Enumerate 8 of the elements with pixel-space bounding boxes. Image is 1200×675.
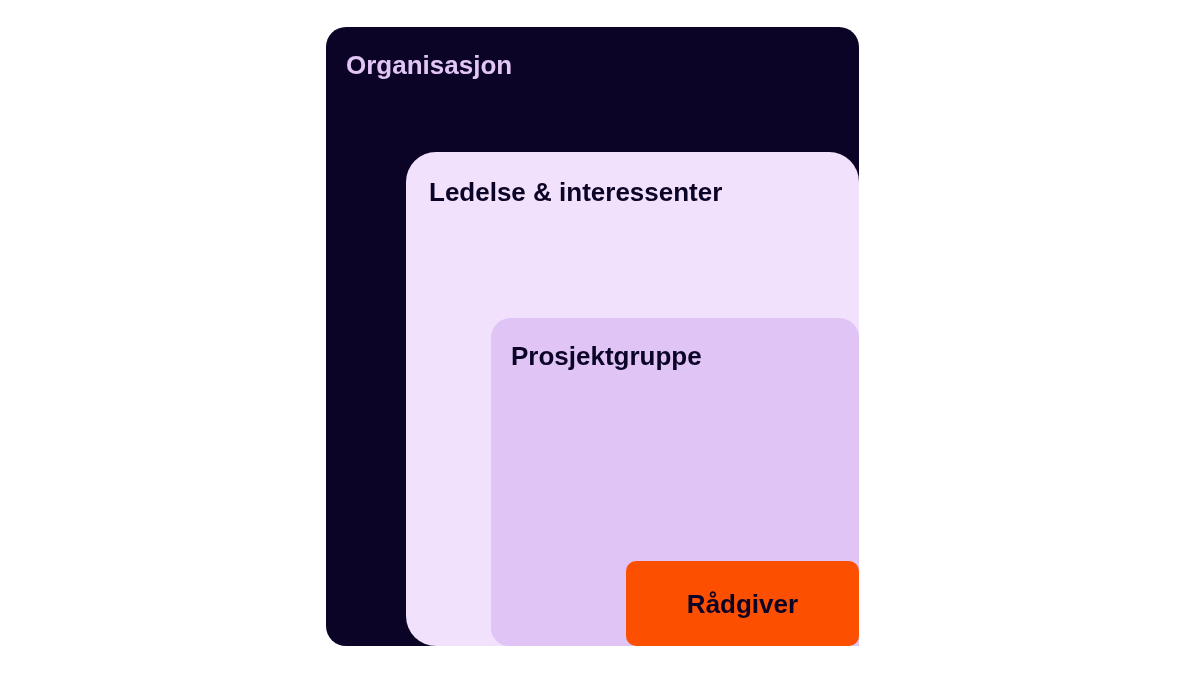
- box-heading: Rådgiver: [686, 589, 799, 619]
- organization-box: [326, 27, 859, 646]
- advisor-box: [626, 561, 859, 646]
- box-heading: Prosjektgruppe: [511, 341, 702, 371]
- box-heading: Organisasjon: [346, 50, 513, 80]
- box-heading: Ledelse & interessenter: [429, 177, 723, 207]
- project-group-box: [491, 318, 859, 646]
- stakeholder-box: [406, 152, 859, 646]
